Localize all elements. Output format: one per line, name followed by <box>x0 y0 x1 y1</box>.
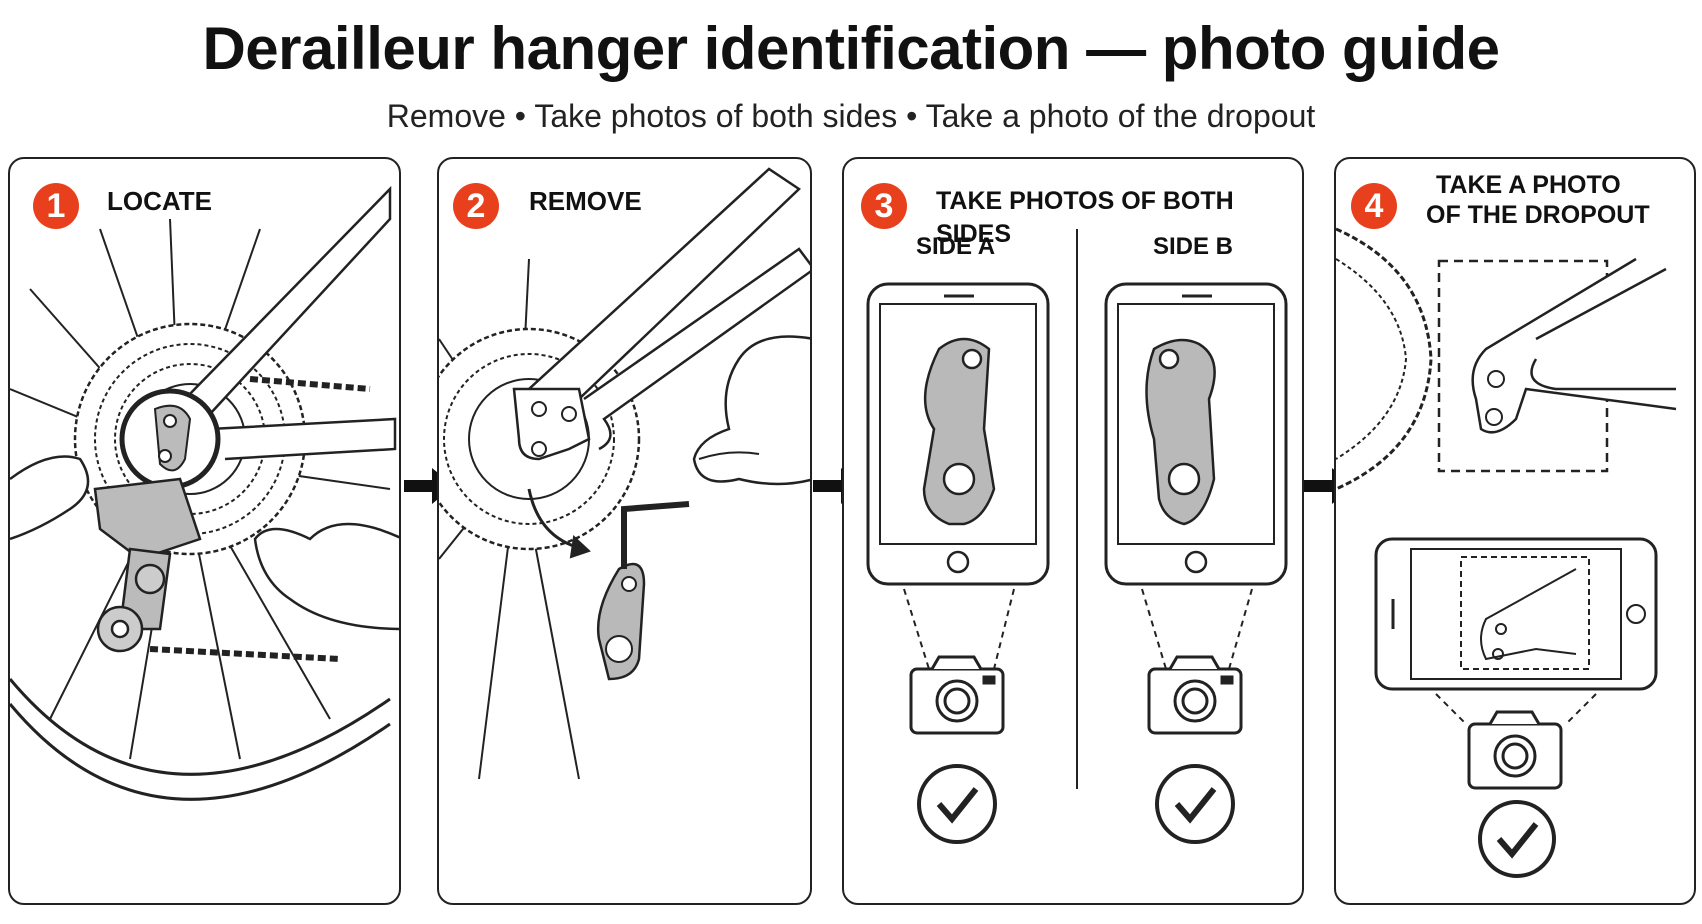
step-4-panel: 4 TAKE A PHOTO OF THE DROPOUT <box>1334 157 1696 905</box>
step-label: LOCATE <box>107 186 212 216</box>
locate-illustration <box>10 185 399 801</box>
page-title: Derailleur hanger identification — photo… <box>202 15 1500 82</box>
page-subtitle: Remove • Take photos of both sides • Tak… <box>386 98 1316 134</box>
check-icon <box>1155 764 1235 844</box>
step-3-panel: 3 TAKE PHOTOS OF BOTH SIDES SIDE A SIDE … <box>842 157 1304 905</box>
step-number-badge: 3 <box>861 183 907 229</box>
side-a-label: SIDE A <box>916 233 996 260</box>
hex-key <box>621 501 690 569</box>
hand <box>692 335 810 486</box>
chain-stay <box>209 417 397 461</box>
left-hand <box>10 455 90 541</box>
camera-icon <box>909 655 1005 735</box>
seat-stay <box>528 167 801 400</box>
step-label: REMOVE <box>529 186 642 216</box>
dropout <box>1471 257 1677 434</box>
right-hand <box>253 522 399 631</box>
step-number-badge: 2 <box>453 183 499 229</box>
both-sides-illustration <box>866 229 1288 844</box>
hanger-side-a <box>922 337 996 526</box>
step-label: TAKE PHOTOS OF BOTH SIDES <box>936 187 1234 248</box>
dropout-illustration <box>1336 227 1677 878</box>
camera-icon <box>1147 655 1243 735</box>
camera-icon <box>1467 710 1563 790</box>
step-2-panel: 2 REMOVE <box>437 157 812 905</box>
step-label-line-1: TAKE A PHOTO <box>1436 171 1621 199</box>
remove-illustration <box>439 167 810 780</box>
cassette <box>1336 227 1433 491</box>
step-1-panel: 1 LOCATE <box>8 157 401 905</box>
derailleur <box>93 477 202 653</box>
side-b-label: SIDE B <box>1153 233 1234 260</box>
step-number-badge: 4 <box>1351 183 1397 229</box>
step-number-badge: 1 <box>33 183 79 229</box>
check-icon <box>1478 800 1556 878</box>
wheel-rim <box>10 678 391 776</box>
step-label-line-2: OF THE DROPOUT <box>1426 201 1650 229</box>
seat-stay <box>184 185 392 415</box>
check-icon <box>917 764 997 844</box>
